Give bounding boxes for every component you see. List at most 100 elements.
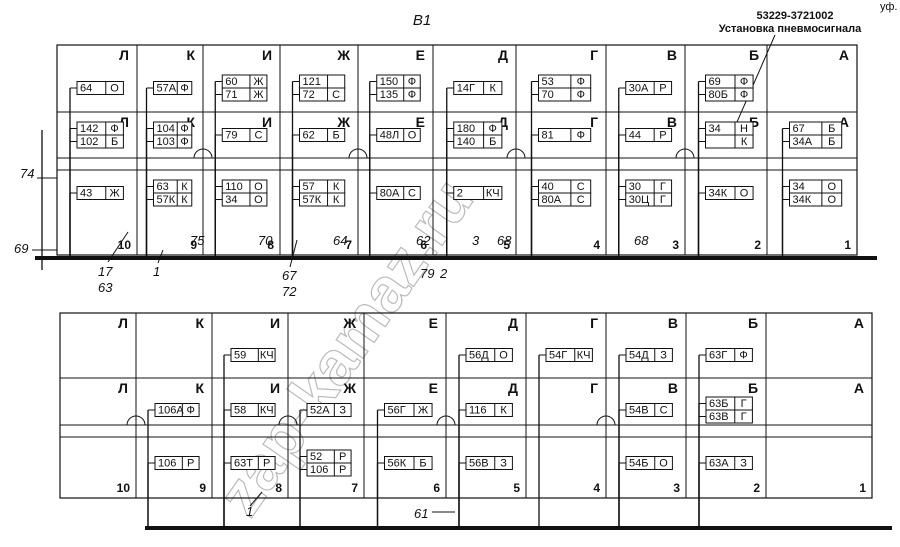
panel_top-wire-number: 80А [380,188,400,200]
panel_top-wire-color: Н [740,123,748,135]
panel_top-callout: 17 [98,264,113,279]
panel_top-callout: 69 [14,241,28,256]
panel_bottom-wire-color: З [339,405,346,417]
panel_top-wire-color: О [828,194,837,206]
panel_top-column-letter: А [839,47,849,63]
panel_bottom-wire-color: З [740,458,747,470]
panel_top-wire-number: 62 [303,130,315,142]
panel_bottom-wire-number: 59 [234,350,246,362]
panel_top-wire-color: Ф [180,83,188,95]
panel_bottom-section-number: 6 [433,481,440,495]
panel_top-wire-color: О [740,188,749,200]
panel_top-wire-number: 30Ц [629,194,649,206]
panel_top-wire-number: 44 [629,130,641,142]
diagram-title: В1 [413,12,431,29]
panel_bottom-connector-arc [126,415,146,426]
panel_top-wire-number: 34К [793,194,812,206]
panel_bottom-frame [59,312,873,499]
panel_top-callout: 2 [439,266,448,281]
panel_top-wire-color: Ф [489,123,497,135]
panel_top-wire-number: 150 [380,76,398,88]
panel_top-wire-color: С [577,181,585,193]
panel_bottom-wire-color: К [500,405,507,417]
panel_bottom-wire-color: Б [419,458,426,470]
panel_bottom-section-number: 9 [199,481,206,495]
panel_top-wire-color: Ф [740,76,748,88]
panel_bottom-column-letter: Е [429,380,438,396]
panel_bottom-column-letter: Б [748,315,758,331]
panel_bottom-column-letter: И [270,315,280,331]
panel_bottom-column-letter: В [668,380,678,396]
panel_bottom-wire-number: 54Г [549,350,567,362]
panel_top-connector-arc [675,148,695,159]
panel_top-wire-number: 140 [457,136,475,148]
panel_top-column-letter: В [667,47,677,63]
panel_bottom-wire-color: О [499,350,508,362]
panel_top-wire-number: 30А [629,83,649,95]
panel_bottom-wire-color: Р [339,451,346,463]
panel_top-section-number: 10 [118,238,132,252]
panel_bottom-section-number: 2 [753,481,760,495]
panel_top-connector-arc [506,148,526,159]
panel_top-wire-number: 34К [709,188,728,200]
panel_top-wire-color: Ф [408,76,416,88]
panel_top-column-letter: Е [416,47,425,63]
panel_bottom-column-letter: А [854,380,864,396]
panel_top-wire-color: О [110,83,119,95]
panel_bottom-wire-number: 52 [310,451,322,463]
panel_bottom-wire-color: С [660,405,668,417]
panel_top-column-letter: Е [416,114,425,130]
panel_top-wire-color: Ж [253,76,263,88]
panel_top-wire-color: С [408,188,416,200]
panel_top-wire-color: Ж [109,188,119,200]
panel_bottom-wire-number: 116 [469,405,487,417]
panel_top-column-letter: Д [498,114,508,130]
panel_bottom-wire-number: 56Д [469,350,489,362]
panel_bottom-wire-color: Ф [187,405,195,417]
panel_top-wire-color: О [254,194,263,206]
panel_top-wire-color: О [254,181,263,193]
panel_top-wire-number: 104 [157,123,175,135]
panel_top-wire-number: 34А [793,136,813,148]
panel_bottom-section-number: 5 [513,481,520,495]
panel_bottom-section-number: 8 [275,481,282,495]
panel_bottom-column-letter: Ж [342,315,356,331]
panel_bottom-wire-color: Р [339,464,346,476]
panel_top-column-letter: К [186,47,195,63]
panel_bottom-wire-number: 52А [310,405,330,417]
panel_top-section-number: 8 [267,238,274,252]
panel_top-wire-color: Ф [408,89,416,101]
panel_top-section-number: 5 [503,238,510,252]
panel_bottom-column-letter: Д [508,315,518,331]
panel_top-callout: 68 [634,233,649,248]
panel_bottom-connector-arc [436,415,456,426]
corner-mark: уф. ___ [880,1,900,13]
panel_top-wire-number: 121 [303,76,321,88]
panel_top-wire-number: 69 [709,76,721,88]
panel_bottom-wire-number: 63Б [709,398,728,410]
panel_top-wire-number: 110 [225,181,243,193]
panel_bottom-wire-color: КЧ [260,350,274,362]
panel_top-wire-color: Б [828,136,835,148]
panel_top-callout: 62 [416,233,431,248]
panel_top-wire-number: 57К [303,194,322,206]
panel_top-section-number: 7 [345,238,352,252]
panel_top-wire-number: 57 [303,181,315,193]
panel_top-wire-number: 80А [542,194,562,206]
panel_bottom-column-letter: А [854,315,864,331]
panel_top-wire-number: 102 [80,136,98,148]
panel_top-wire-color: О [408,130,417,142]
panel_top-column-letter: Ж [336,114,350,130]
panel_top-wire-color: Ф [740,89,748,101]
panel_bottom-column-letter: Е [429,315,438,331]
panel_bottom-wire-number: 56В [469,458,489,470]
panel_top-wire-number: 40 [542,181,554,193]
panel_bottom-column-letter: Г [590,315,598,331]
panel_bottom-wire-color: Ф [739,350,747,362]
panel_top-wire-color: Ф [110,123,118,135]
panel_bottom-column-letter: Г [590,380,598,396]
panel_top-column-letter: А [839,114,849,130]
panel_top-callout: 72 [282,284,297,299]
panel_top-wire-color: Ф [180,123,188,135]
panel_top-callout: 64 [333,233,347,248]
